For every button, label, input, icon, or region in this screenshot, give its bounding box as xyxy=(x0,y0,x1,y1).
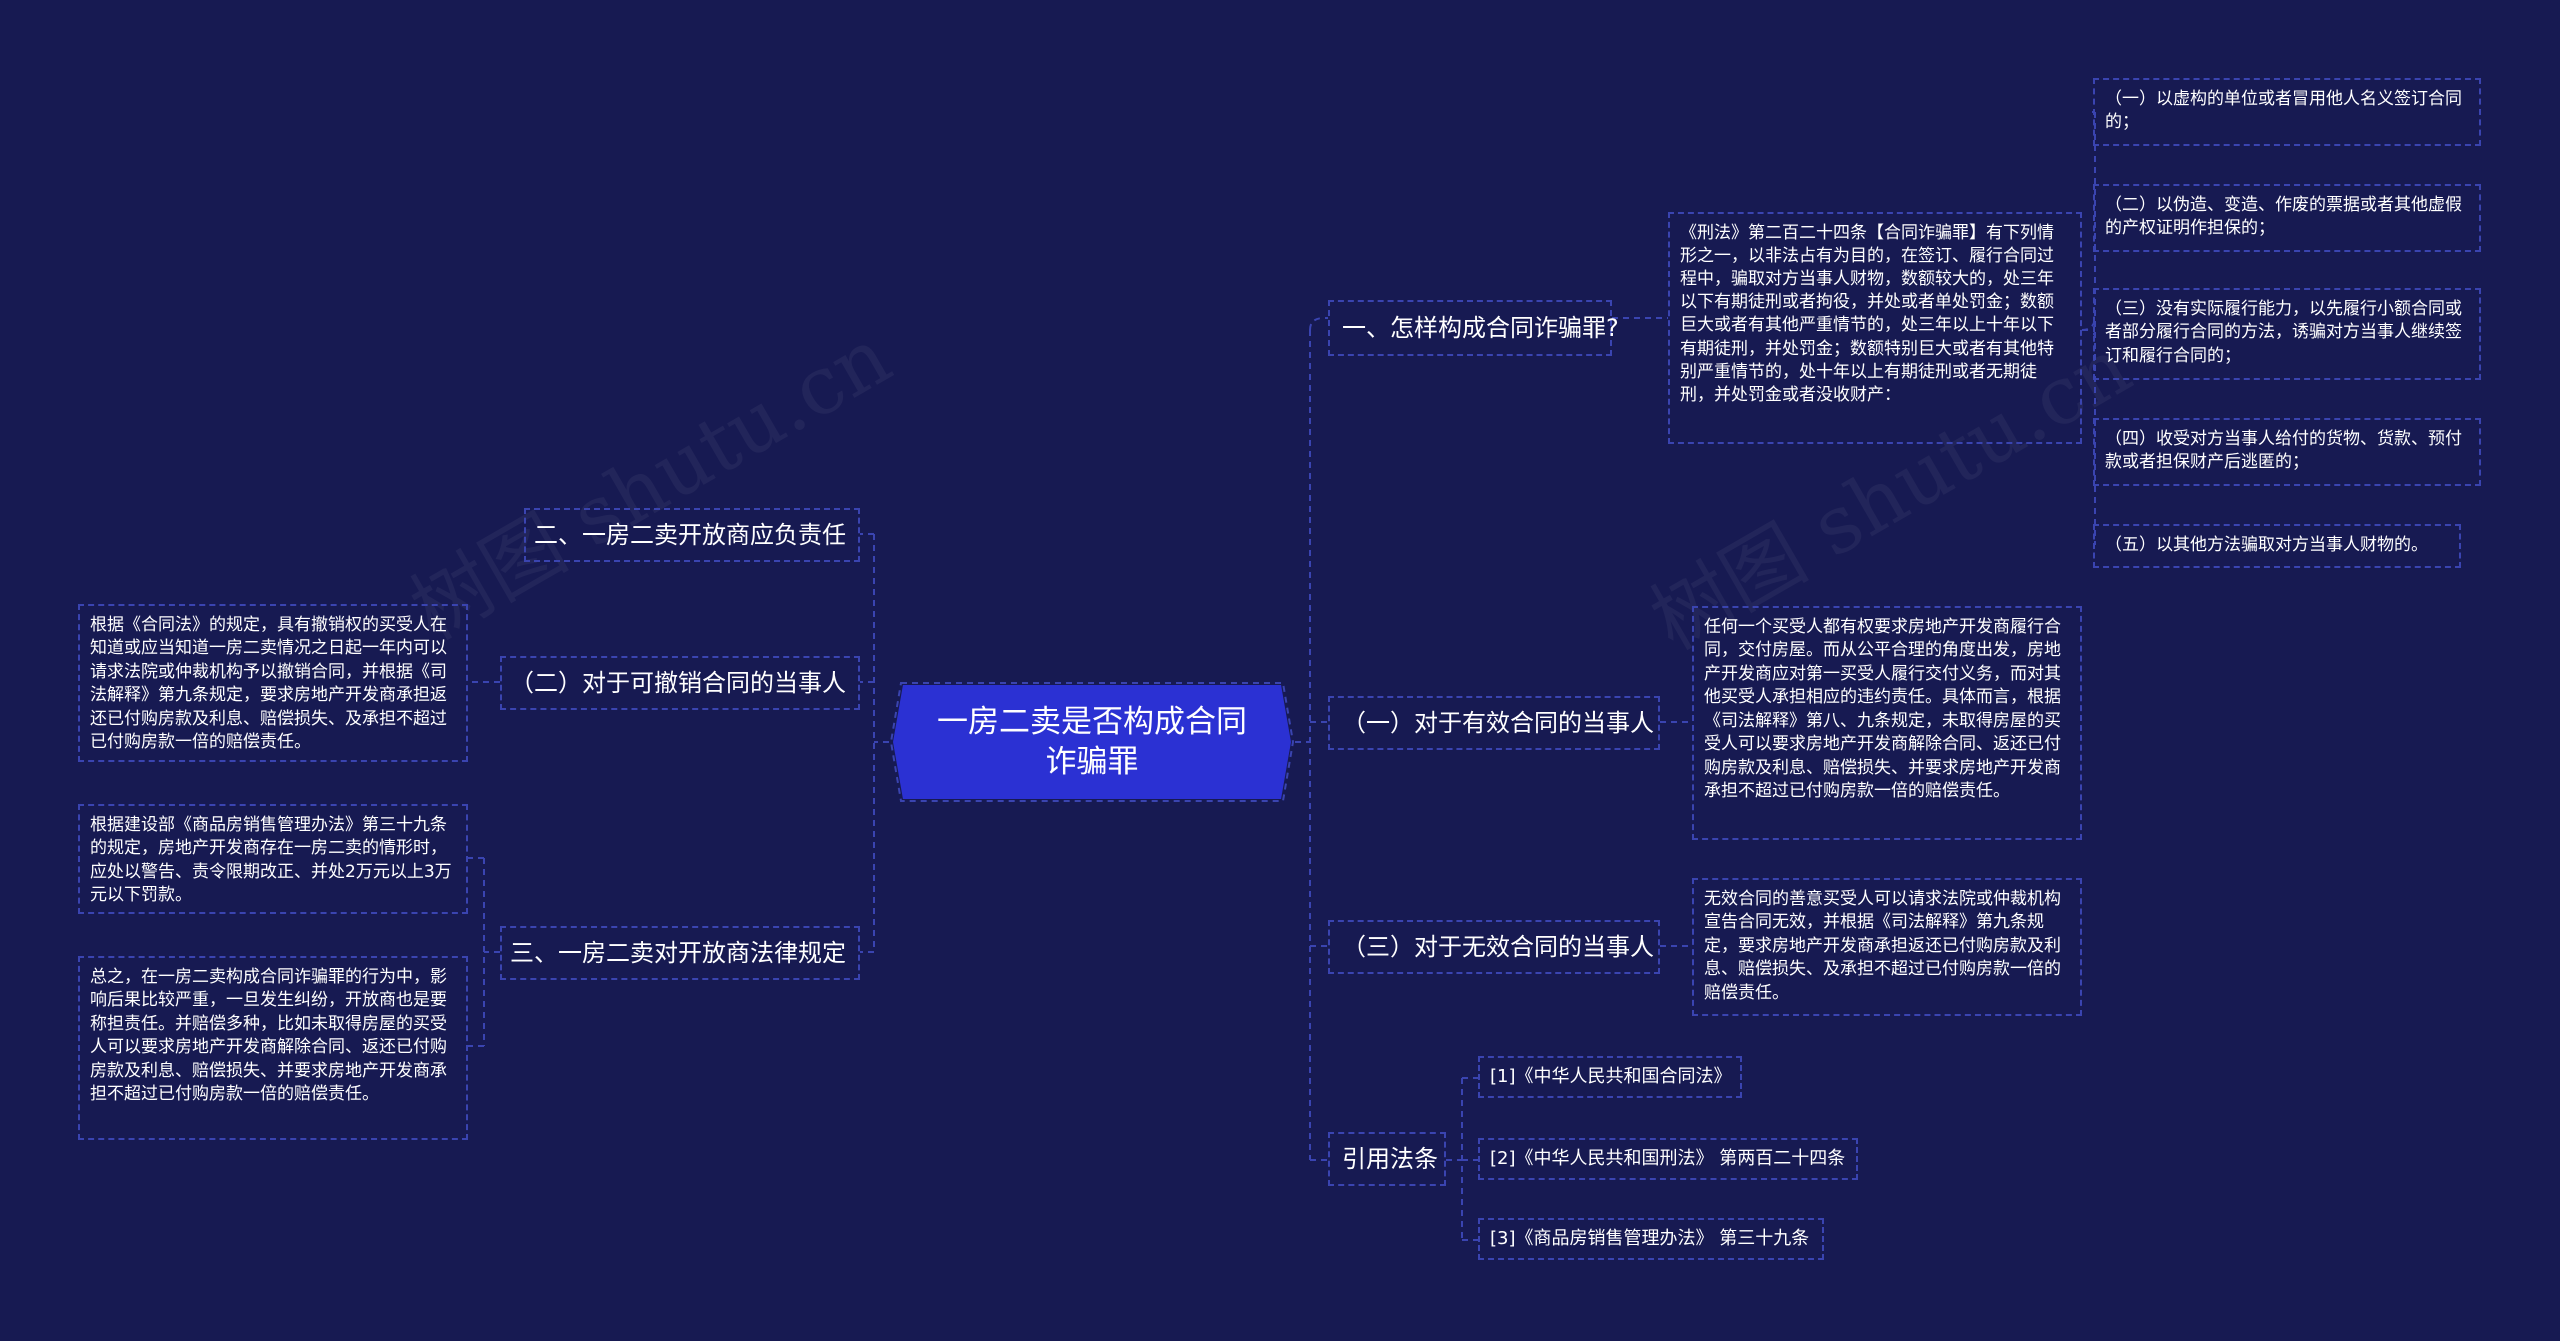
fraud-item-1: （一）以虚构的单位或者冒用他人名义签订合同的； xyxy=(2093,78,2481,146)
branch-label: 三、一房二卖对开放商法律规定 xyxy=(510,938,846,967)
branch-valid-contract-party[interactable]: （一）对于有效合同的当事人 xyxy=(1328,696,1660,750)
branch-label: 引用法条 xyxy=(1342,1144,1438,1173)
fraud-item-4: （四）收受对方当事人给付的货物、货款、预付款或者担保财产后逃匿的； xyxy=(2093,418,2481,486)
conclusion-text: 总之，在一房二卖构成合同诈骗罪的行为中，影响后果比较严重，一旦发生纠纷，开放商也… xyxy=(78,956,468,1140)
fraud-item-5: （五）以其他方法骗取对方当事人财物的。 xyxy=(2093,524,2461,568)
cited-law-1[interactable]: [1]《中华人民共和国合同法》 xyxy=(1478,1056,1742,1098)
cited-law-2[interactable]: [2]《中华人民共和国刑法》 第两百二十四条 xyxy=(1478,1138,1858,1180)
branch-how-constitutes-fraud[interactable]: 一、怎样构成合同诈骗罪? xyxy=(1328,300,1619,356)
branch-developer-legal-provisions[interactable]: 三、一房二卖对开放商法律规定 xyxy=(500,926,860,980)
criminal-law-article-text: 《刑法》第二百二十四条【合同诈骗罪】有下列情形之一，以非法占有为目的，在签订、履… xyxy=(1668,212,2082,444)
branch-label: （三）对于无效合同的当事人 xyxy=(1342,932,1654,961)
fraud-item-2: （二）以伪造、变造、作废的票据或者其他虚假的产权证明作担保的； xyxy=(2093,184,2481,252)
invalid-contract-text: 无效合同的善意买受人可以请求法院或仲裁机构宣告合同无效，并根据《司法解释》第九条… xyxy=(1692,878,2082,1016)
branch-label: （二）对于可撤销合同的当事人 xyxy=(510,668,846,697)
branch-invalid-contract-party[interactable]: （三）对于无效合同的当事人 xyxy=(1328,920,1660,974)
valid-contract-text: 任何一个买受人都有权要求房地产开发商履行合同，交付房屋。而从公平合理的角度出发，… xyxy=(1692,606,2082,840)
cited-law-3[interactable]: [3]《商品房销售管理办法》 第三十九条 xyxy=(1478,1218,1824,1260)
branch-label: 二、一房二卖开放商应负责任 xyxy=(534,520,846,549)
branch-revocable-contract-party[interactable]: （二）对于可撤销合同的当事人 xyxy=(500,656,860,710)
sales-management-regulation-text: 根据建设部《商品房销售管理办法》第三十九条的规定，房地产开发商存在一房二卖的情形… xyxy=(78,804,468,914)
branch-developer-liability[interactable]: 二、一房二卖开放商应负责任 xyxy=(524,508,860,562)
center-topic[interactable]: 一房二卖是否构成合同诈骗罪 xyxy=(893,685,1291,799)
fraud-item-3: （三）没有实际履行能力，以先履行小额合同或者部分履行合同的方法，诱骗对方当事人继… xyxy=(2093,288,2481,380)
center-topic-title: 一房二卖是否构成合同诈骗罪 xyxy=(937,703,1247,780)
branch-cited-laws[interactable]: 引用法条 xyxy=(1328,1132,1446,1186)
branch-label: （一）对于有效合同的当事人 xyxy=(1342,708,1654,737)
revocable-contract-text: 根据《合同法》的规定，具有撤销权的买受人在知道或应当知道一房二卖情况之日起一年内… xyxy=(78,604,468,762)
branch-label: 一、怎样构成合同诈骗罪? xyxy=(1342,313,1619,342)
